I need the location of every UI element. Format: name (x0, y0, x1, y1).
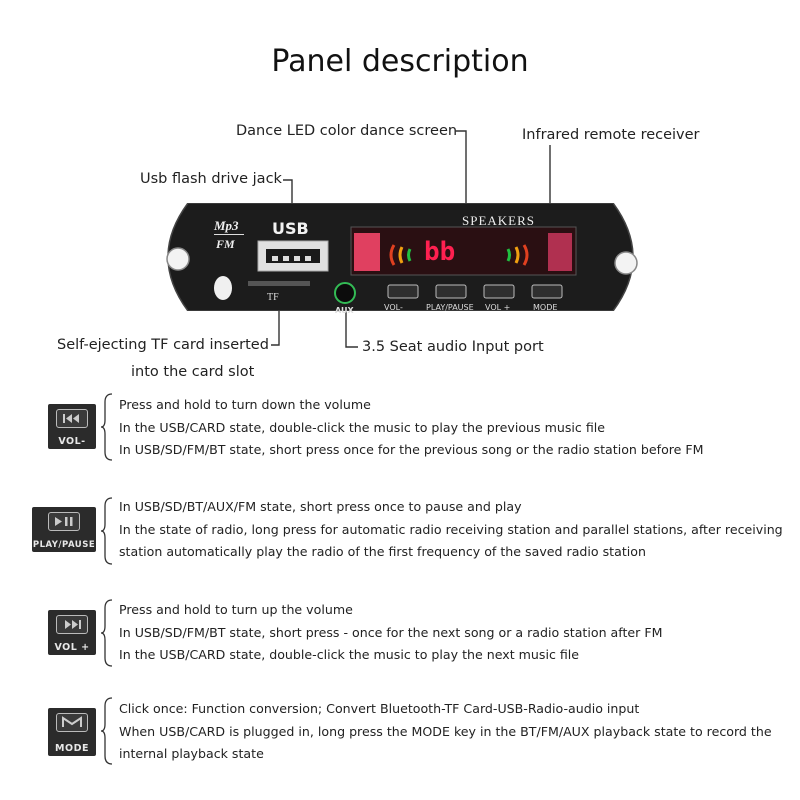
vol-minus-caption: VOL- (58, 436, 86, 447)
page-title: Panel description (271, 44, 529, 79)
ir-dome (214, 276, 232, 300)
brace-4 (100, 697, 113, 765)
aux-jack (334, 282, 356, 304)
tf-label: TF (267, 292, 279, 303)
brace-1 (100, 393, 113, 461)
board-btn-label-3: MODE (533, 303, 558, 312)
mode-icon (62, 716, 82, 727)
speakers-label: SPEAKERS (462, 213, 536, 228)
section-3-text: Press and hold to turn up the volume In … (119, 599, 662, 667)
section-2-line-2: In the state of radio, long press for au… (119, 521, 783, 537)
section-2-text: In USB/SD/BT/AUX/FM state, short press o… (119, 496, 783, 564)
board-btn-label-0: VOL- (384, 303, 403, 312)
mode-caption: MODE (55, 743, 89, 754)
leader-led (455, 130, 467, 237)
section-3-line-1: Press and hold to turn up the volume (119, 602, 353, 617)
section-2-line-1: In USB/SD/BT/AUX/FM state, short press o… (119, 499, 522, 514)
mount-hole-left (166, 247, 190, 271)
section-4-line-2: When USB/CARD is plugged in, long press … (119, 723, 772, 739)
board-btn-vol-minus (387, 284, 419, 299)
callout-usb-jack: Usb flash drive jack (140, 171, 282, 187)
vol-plus-caption: VOL + (54, 642, 90, 653)
logo-mp3: Mp3 (214, 218, 239, 233)
play-pause-icon (55, 517, 73, 526)
callout-tf-slot-line2: into the card slot (131, 364, 255, 380)
logo-divider (214, 234, 244, 235)
mount-hole-right (614, 251, 638, 275)
section-2-line-3: station automatically play the radio of … (119, 544, 646, 559)
led-display (350, 226, 577, 276)
mp3-board (166, 203, 638, 311)
logo-fm: FM (216, 237, 235, 251)
section-4-line-1: Click once: Function conversion; Convert… (119, 701, 640, 716)
board-btn-play (435, 284, 467, 299)
play-pause-button-icon: PLAY/PAUSE (32, 507, 96, 552)
board-btn-mode (531, 284, 563, 299)
usb-label: USB (272, 219, 309, 238)
board-btn-vol-plus (483, 284, 515, 299)
vol-minus-icon: VOL- (48, 404, 96, 449)
callout-tf-slot-line1: Self-ejecting TF card inserted (57, 337, 269, 353)
display-text: bb (424, 237, 456, 267)
leader-aux (345, 305, 358, 348)
tf-slot (248, 281, 310, 286)
prev-icon (63, 414, 79, 423)
brace-3 (100, 599, 113, 667)
callout-ir-receiver: Infrared remote receiver (522, 127, 700, 143)
mode-button-icon: MODE (48, 708, 96, 756)
section-4-line-3: internal playback state (119, 746, 264, 761)
section-1-text: Press and hold to turn down the volume I… (119, 394, 704, 462)
brace-2 (100, 497, 113, 565)
section-1-line-3: In USB/SD/FM/BT state, short press once … (119, 442, 704, 457)
section-3-line-3: In the USB/CARD state, double-click the … (119, 647, 580, 662)
section-1-line-1: Press and hold to turn down the volume (119, 397, 371, 412)
section-3-line-2: In USB/SD/FM/BT state, short press - onc… (119, 624, 663, 640)
vol-plus-icon: VOL + (48, 610, 96, 655)
play-pause-caption: PLAY/PAUSE (32, 540, 96, 550)
section-1-line-2: In the USB/CARD state, double-click the … (119, 419, 605, 435)
callout-aux-port: 3.5 Seat audio Input port (362, 339, 544, 355)
callout-led-screen: Dance LED color dance screen (236, 123, 458, 139)
leader-tf (271, 298, 280, 346)
aux-label: AUX (335, 306, 354, 315)
next-icon (65, 620, 81, 629)
board-btn-label-2: VOL + (485, 303, 511, 312)
section-4-text: Click once: Function conversion; Convert… (119, 698, 772, 766)
board-btn-label-1: PLAY/PAUSE (426, 303, 474, 312)
